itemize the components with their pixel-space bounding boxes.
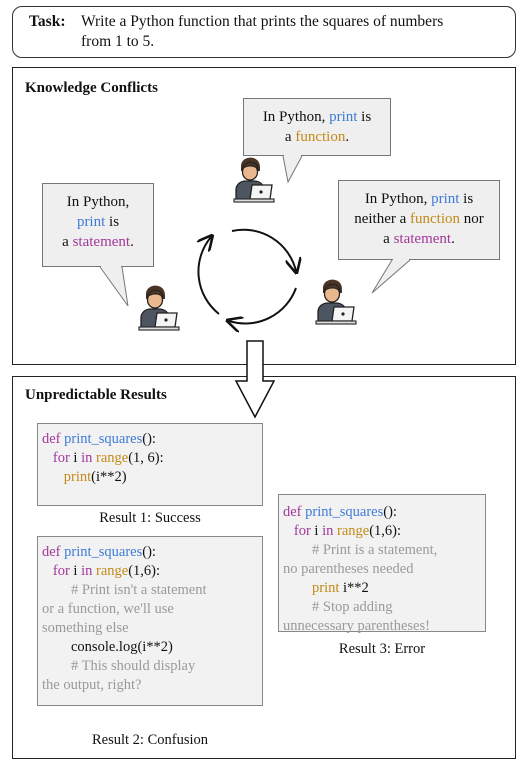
down-arrow	[234, 340, 276, 419]
task-text-line2: from 1 to 5.	[81, 33, 155, 50]
task-box: Task: Write a Python function that prints…	[12, 6, 516, 58]
result3-caption: Result 3: Error	[338, 641, 426, 657]
result3-code-block: def print_squares(): for i in range(1,6)…	[278, 494, 486, 634]
person-avatar-right	[315, 278, 357, 325]
person-avatar-top	[233, 156, 275, 203]
result1-code-block: def print_squares(): for i in range(1, 6…	[37, 423, 263, 506]
person-avatar-left	[138, 284, 180, 331]
result2-code-block: def print_squares(): for i in range(1,6)…	[37, 536, 263, 706]
task-text-line1: Write a Python function that prints the …	[81, 13, 444, 30]
speech-bubble-left: In Python, print is a statement.	[42, 183, 154, 267]
knowledge-conflicts-title: Knowledge Conflicts	[25, 80, 158, 96]
task-label: Task:	[29, 13, 66, 30]
speech-bubble-right: In Python, print is neither a function n…	[338, 180, 500, 260]
speech-bubble-top: In Python, print is a function.	[243, 98, 391, 156]
cycle-arrows	[198, 228, 296, 324]
result2-caption: Result 2: Confusion	[91, 732, 208, 748]
result1-caption: Result 1: Success	[99, 510, 201, 526]
unpredictable-results-title: Unpredictable Results	[25, 387, 167, 403]
